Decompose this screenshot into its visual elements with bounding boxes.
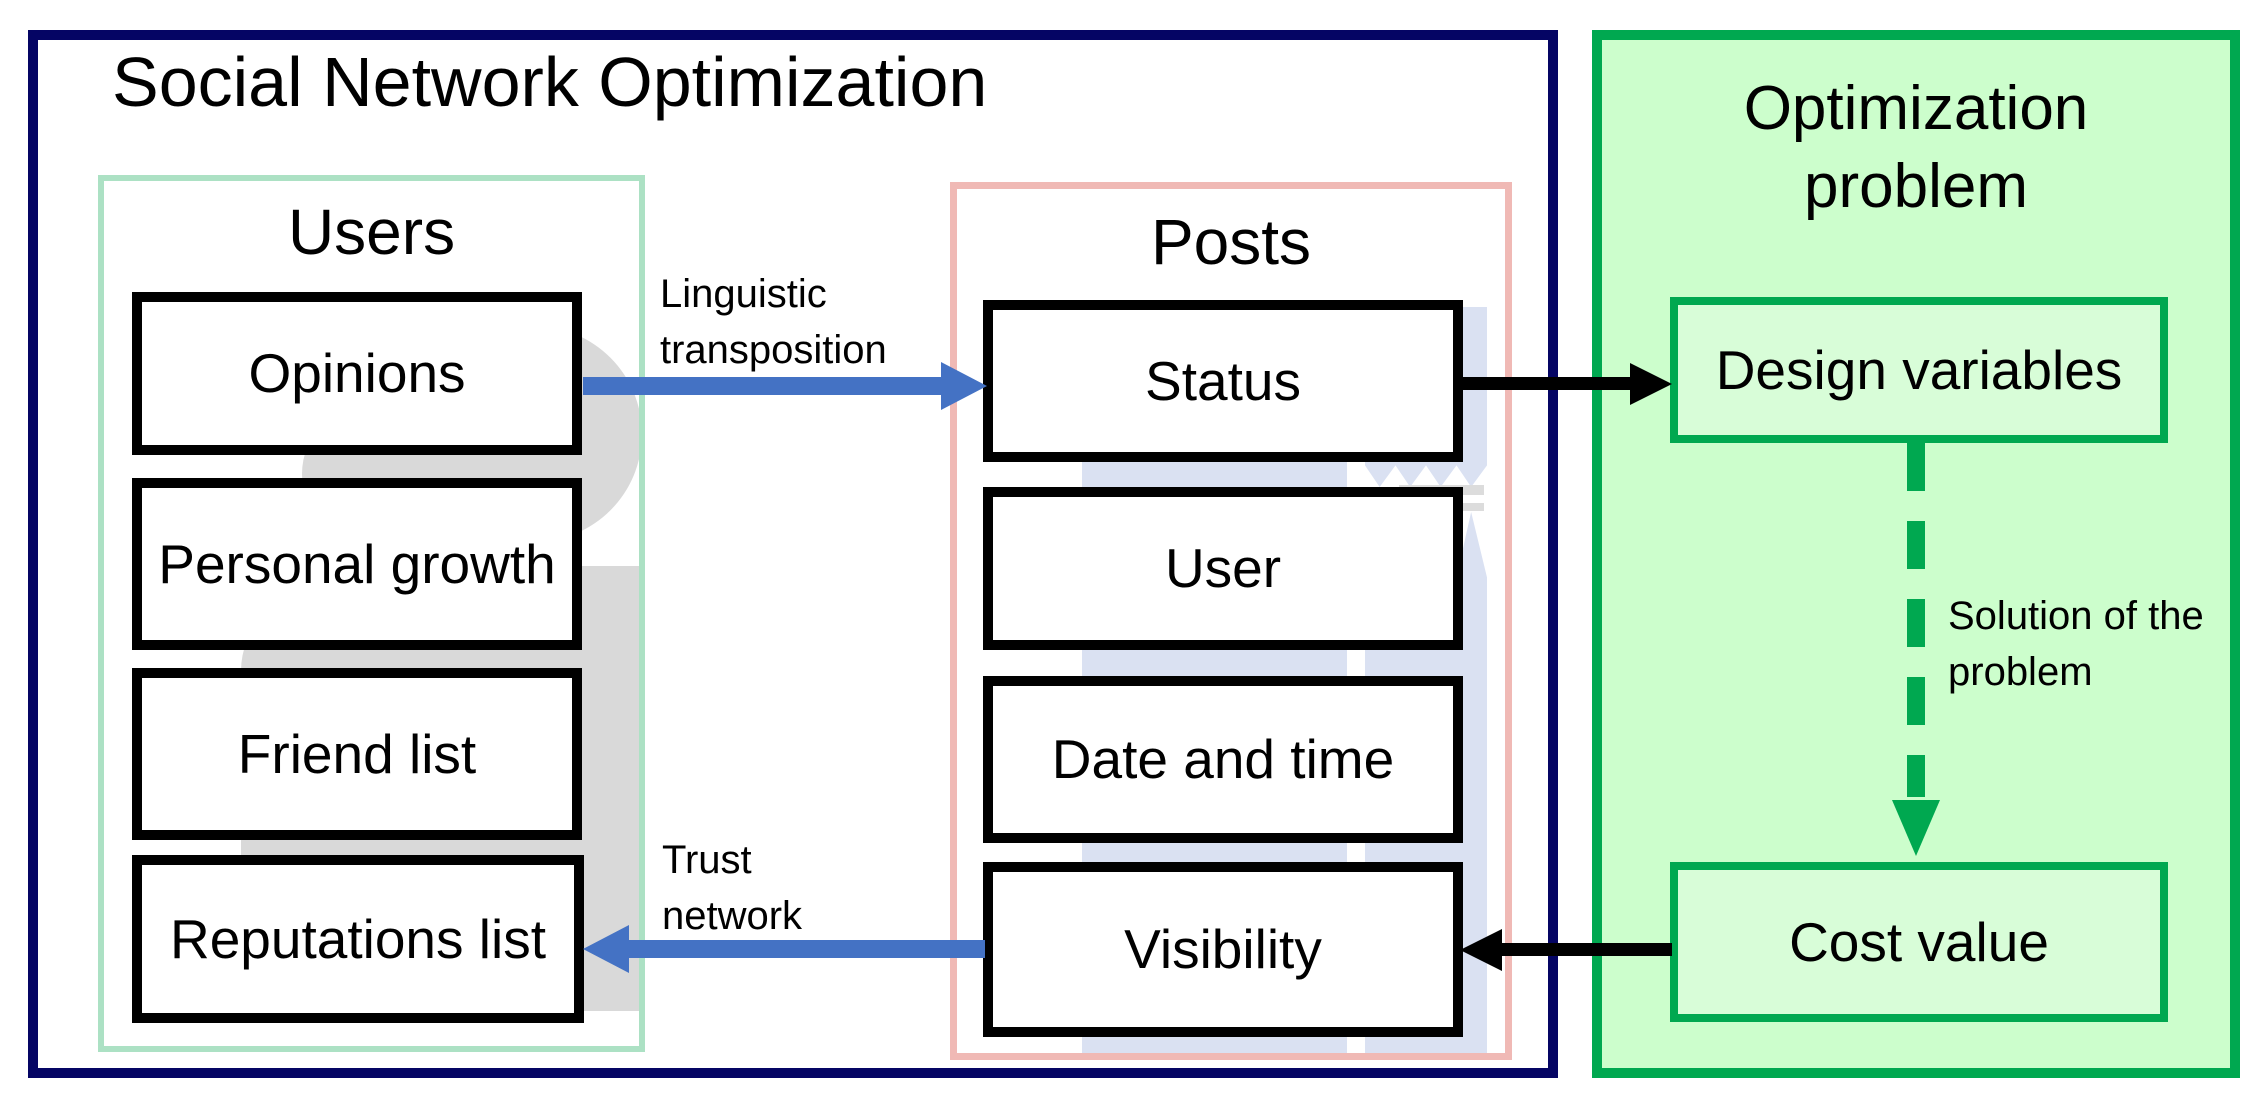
dash-segment (1907, 755, 1925, 797)
arrow-head-down-icon (1892, 800, 1940, 856)
solution-of-the-problem-label: Solution of the problem (1948, 594, 2204, 694)
arrow-head-left-icon (583, 925, 629, 973)
arrow-shaft (1500, 943, 1672, 956)
posts-heading: Posts (1150, 206, 1312, 278)
dash-segment (1907, 677, 1925, 725)
optimization-problem-heading: Optimization problem (1743, 74, 2089, 221)
trust-network-label: Trust network (662, 838, 803, 938)
box-design-variables: Design variables (1670, 297, 2168, 443)
arrow-head-left-icon (1460, 929, 1502, 971)
box-date-and-time: Date and time (983, 676, 1463, 843)
box-friend-list: Friend list (132, 668, 582, 840)
box-visibility: Visibility (983, 862, 1463, 1037)
arrow-head-right-icon (941, 362, 987, 410)
dash-segment (1907, 443, 1925, 491)
arrow-shaft (1458, 377, 1632, 390)
box-user: User (983, 487, 1463, 650)
linguistic-transposition-label: Linguistic transposition (660, 272, 887, 372)
box-cost-value: Cost value (1670, 862, 2168, 1022)
box-opinions: Opinions (132, 292, 582, 455)
arrow-head-right-icon (1630, 363, 1672, 405)
arrow-shaft (583, 377, 945, 395)
arrow-shaft (627, 940, 985, 958)
box-reputations-list: Reputations list (132, 855, 584, 1023)
users-heading: Users (287, 196, 456, 268)
dash-segment (1907, 599, 1925, 647)
dash-segment (1907, 521, 1925, 569)
page-title: Social Network Optimization (112, 43, 988, 121)
box-status: Status (983, 300, 1463, 462)
box-personal-growth: Personal growth (132, 478, 582, 650)
